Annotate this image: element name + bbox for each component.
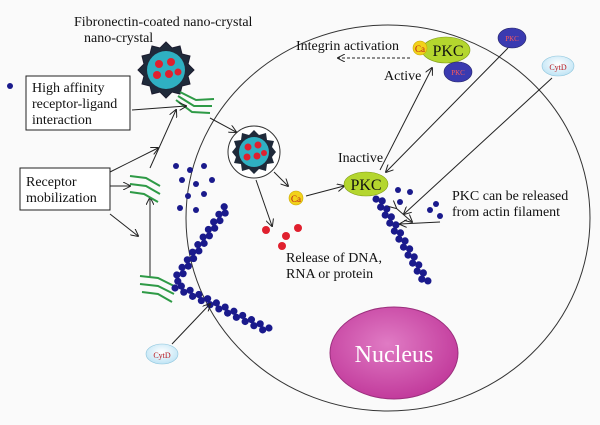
release-line2: RNA or protein: [286, 267, 373, 282]
nano-crystal-outside: [137, 41, 195, 99]
ligand-dot-legend: [7, 83, 13, 89]
actin-filament-2: [171, 282, 273, 334]
svg-text:Ca: Ca: [415, 44, 425, 54]
title-line2: nano-crystal: [84, 31, 153, 46]
active-label: Active: [384, 69, 421, 84]
arrow-pkc-small-to-inactive: [386, 47, 509, 172]
receptor-mobilization-box: [19, 167, 111, 211]
cytd-bottom: CytD: [145, 343, 179, 365]
ligand-dots-cluster-2: [395, 187, 443, 219]
cell-membrane: [185, 24, 591, 412]
receptor-integrin-1: [175, 91, 215, 114]
pkc-inactive: PKC: [343, 171, 389, 197]
release-line1: Release of DNA,: [286, 251, 382, 266]
pkc-release-line1: PKC can be released: [452, 189, 568, 204]
inactive-label: Inactive: [338, 151, 383, 166]
svg-text:PKC: PKC: [505, 35, 519, 43]
ca-ion-released: Ca: [288, 190, 304, 206]
pkc-small-top: PKC: [497, 27, 527, 49]
arrow-box-to-crystal: [131, 106, 186, 110]
svg-text:PKC: PKC: [451, 69, 465, 77]
high-affinity-line1: High affinity: [32, 81, 104, 96]
pkc-active: PKC: [421, 36, 471, 64]
nucleus: [329, 306, 459, 400]
arrow-inactive-to-active: [379, 68, 432, 171]
arrow-cytd-bottom-to-actin: [171, 304, 210, 345]
arrow-mobilization-up: [109, 148, 158, 173]
arrow-crystal-to-release: [255, 179, 272, 226]
receptor-line1: Receptor: [26, 175, 77, 190]
arrow-cytd-to-actin: [404, 77, 553, 214]
ligand-dots-cluster-1: [173, 163, 215, 213]
title-line1: Fibronectin-coated nano-crystal: [74, 15, 253, 30]
released-cargo: [262, 224, 302, 250]
svg-text:CytD: CytD: [153, 351, 171, 360]
receptor-integrin-2: [129, 175, 161, 203]
arrow-release-pointer: [400, 222, 441, 224]
receptor-line2: mobilization: [26, 191, 97, 206]
integrin-activation-label: Integrin activation: [296, 39, 399, 54]
pkc-small-active: PKC: [443, 61, 473, 83]
nucleus-label: Nucleus: [355, 342, 434, 368]
arrow-crystal-to-ca: [273, 171, 288, 186]
arrow-pkc-release-double: [396, 208, 412, 222]
actin-filament-3: [372, 195, 432, 285]
cytd-top: CytD: [541, 55, 575, 77]
arrow-receptor-to-crystal: [209, 117, 236, 132]
nano-crystal-inside: [227, 125, 281, 179]
pkc-release-line2: from actin filament: [452, 205, 560, 220]
svg-text:PKC: PKC: [350, 177, 381, 194]
high-affinity-line2: receptor-ligand: [32, 97, 117, 112]
arrow-vertical-2: [149, 110, 176, 169]
high-affinity-line3: interaction: [32, 113, 92, 128]
actin-filament-1: [173, 203, 229, 285]
ca-ion-active: Ca: [412, 40, 428, 56]
arrow-ca-to-pkc: [305, 186, 344, 197]
svg-text:PKC: PKC: [432, 43, 463, 60]
svg-text:CytD: CytD: [549, 63, 567, 72]
arrow-mobilization-down: [109, 213, 138, 236]
svg-text:Ca: Ca: [291, 194, 301, 204]
receptor-integrin-3: [139, 275, 175, 303]
high-affinity-box: [25, 75, 131, 131]
